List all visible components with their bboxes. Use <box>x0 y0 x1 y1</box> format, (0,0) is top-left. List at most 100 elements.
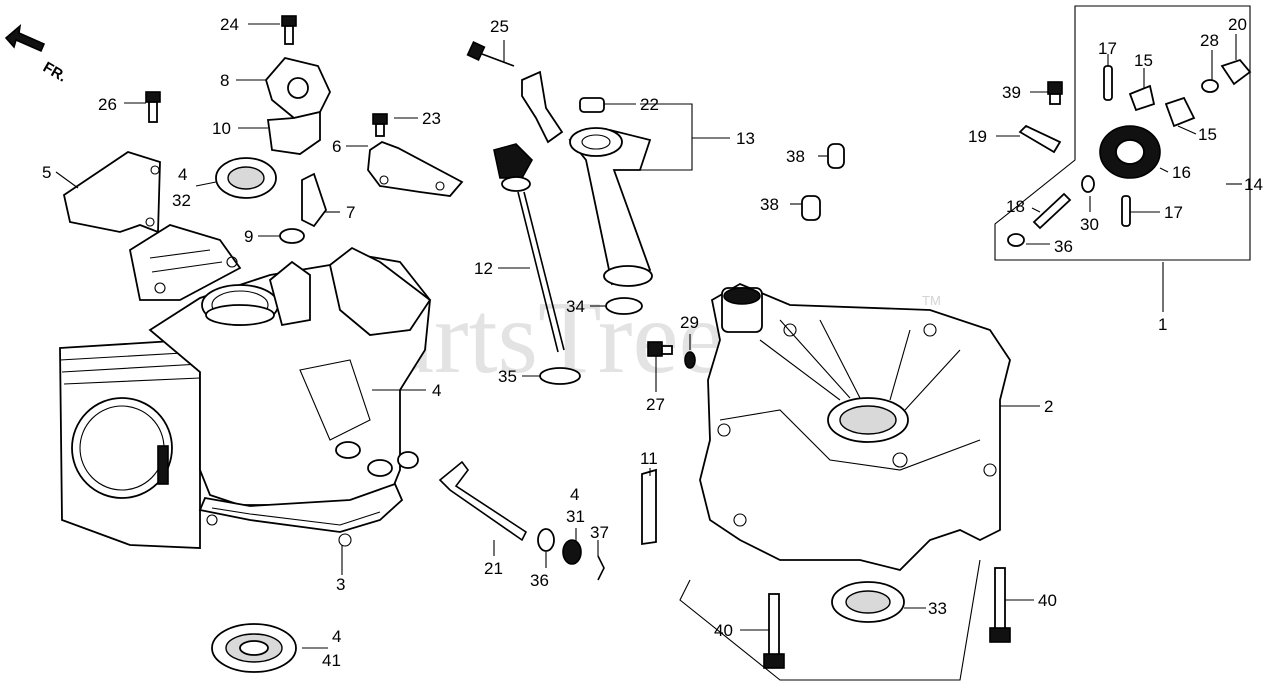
bolt-24-icon <box>281 15 297 45</box>
o-ring-34-icon <box>605 297 643 315</box>
oil-filler-tube-icon <box>568 127 653 287</box>
callout-12: 12 <box>474 259 493 278</box>
callout-1: 1 <box>1158 315 1167 334</box>
callout-38-bottom: 38 <box>760 195 779 214</box>
callout-36-right: 36 <box>1054 237 1073 256</box>
callout-17-bottom: 17 <box>1164 203 1183 222</box>
crankcase-icon <box>59 224 432 549</box>
callout-15-bottom: 15 <box>1198 125 1217 144</box>
bolt-40a-icon <box>763 593 785 669</box>
weight-15b-icon <box>1164 96 1196 128</box>
bolt-23-icon <box>372 113 388 137</box>
dipstick-icon <box>493 143 565 353</box>
callout-4-body: 4 <box>432 381 441 400</box>
callout-22: 22 <box>640 95 659 114</box>
callout-11: 11 <box>640 449 658 468</box>
bolt-39-icon <box>1047 81 1063 105</box>
pin-17b-icon <box>1121 195 1131 227</box>
callout-14: 14 <box>1244 175 1263 194</box>
callout-2: 2 <box>1044 397 1053 416</box>
callout-8: 8 <box>220 71 229 90</box>
callout-16: 16 <box>1172 163 1191 182</box>
callout-19: 19 <box>968 127 987 146</box>
dipstick-bracket-icon <box>521 70 564 144</box>
callout-41: 41 <box>322 651 341 670</box>
callout-39: 39 <box>1002 83 1021 102</box>
o-ring-35-icon <box>539 367 581 385</box>
callout-28: 28 <box>1200 31 1219 50</box>
callout-40-left: 40 <box>714 621 733 640</box>
weight-15a-icon <box>1128 84 1156 112</box>
leader-lines <box>55 23 1242 681</box>
callout-24: 24 <box>220 15 239 34</box>
reed-plate-icon <box>367 140 464 197</box>
dowel-38a-icon <box>827 143 845 169</box>
bearing-41-icon <box>211 623 297 673</box>
callout-25: 25 <box>490 17 509 36</box>
callout-10: 10 <box>212 119 231 138</box>
plate-19-icon <box>1018 124 1062 154</box>
shaft-18-icon <box>1032 192 1072 230</box>
clip-30-icon <box>1081 175 1095 193</box>
callout-15-top: 15 <box>1134 51 1153 70</box>
washer-36b-icon <box>1007 233 1025 247</box>
oil-seal-33-icon <box>831 581 905 623</box>
breather-gasket-icon <box>266 110 321 155</box>
callout-26: 26 <box>98 95 117 114</box>
washer-28-icon <box>1201 79 1219 93</box>
callout-4-bearing: 4 <box>332 627 341 646</box>
cap-9-icon <box>279 228 305 244</box>
callout-34: 34 <box>566 297 585 316</box>
callout-6: 6 <box>332 137 341 156</box>
callout-35: 35 <box>498 367 517 386</box>
shroud-plate-icon <box>62 151 161 234</box>
bushing-31-icon <box>562 539 582 565</box>
bolt-27-icon <box>647 341 673 357</box>
callout-29: 29 <box>680 313 699 332</box>
callout-30: 30 <box>1080 215 1099 234</box>
callout-9: 9 <box>244 227 253 246</box>
callout-37: 37 <box>590 523 609 542</box>
governor-gear-icon <box>1099 125 1161 179</box>
callout-33: 33 <box>928 599 947 618</box>
callout-4-seal: 4 <box>178 165 187 184</box>
callout-21: 21 <box>484 559 503 578</box>
front-direction-label: FR. <box>40 59 69 86</box>
callout-36-mid: 36 <box>530 571 549 590</box>
callout-13: 13 <box>736 129 755 148</box>
callout-7: 7 <box>346 203 355 222</box>
slider-20-icon <box>1220 58 1252 86</box>
callout-40-right: 40 <box>1038 591 1057 610</box>
callout-18: 18 <box>1006 197 1025 216</box>
sleeve-22-icon <box>579 97 605 113</box>
callout-3: 3 <box>336 575 345 594</box>
bolt-40b-icon <box>989 567 1011 643</box>
governor-frame <box>994 5 1251 261</box>
callout-labels: 24 8 10 26 23 6 5 4 32 7 9 4 3 4 41 25 2… <box>42 15 1263 670</box>
pin-17a-icon <box>1103 65 1113 101</box>
reed-valve-icon <box>301 172 328 228</box>
callout-23: 23 <box>422 109 441 128</box>
callout-27: 27 <box>646 395 665 414</box>
clip-11-icon <box>641 468 657 546</box>
crankcase-cover-icon <box>699 282 1011 571</box>
callout-5: 5 <box>42 163 51 182</box>
washer-36-icon <box>537 528 555 552</box>
callout-20: 20 <box>1228 15 1247 34</box>
front-direction-arrow-icon <box>4 24 46 53</box>
pin-37-icon <box>597 555 605 581</box>
washer-29-icon <box>684 351 696 369</box>
callout-31: 31 <box>566 507 585 526</box>
bolt-25-icon <box>466 41 515 67</box>
callout-38-top: 38 <box>786 147 805 166</box>
watermark-trademark: TM <box>922 293 941 308</box>
governor-arm-icon <box>438 460 528 542</box>
callout-4-bush: 4 <box>570 485 579 504</box>
callout-17-top: 17 <box>1098 39 1117 58</box>
oil-seal-32-icon <box>215 157 277 199</box>
dowel-38b-icon <box>801 195 821 221</box>
bolt-26-icon <box>145 91 161 123</box>
callout-32: 32 <box>172 191 191 210</box>
